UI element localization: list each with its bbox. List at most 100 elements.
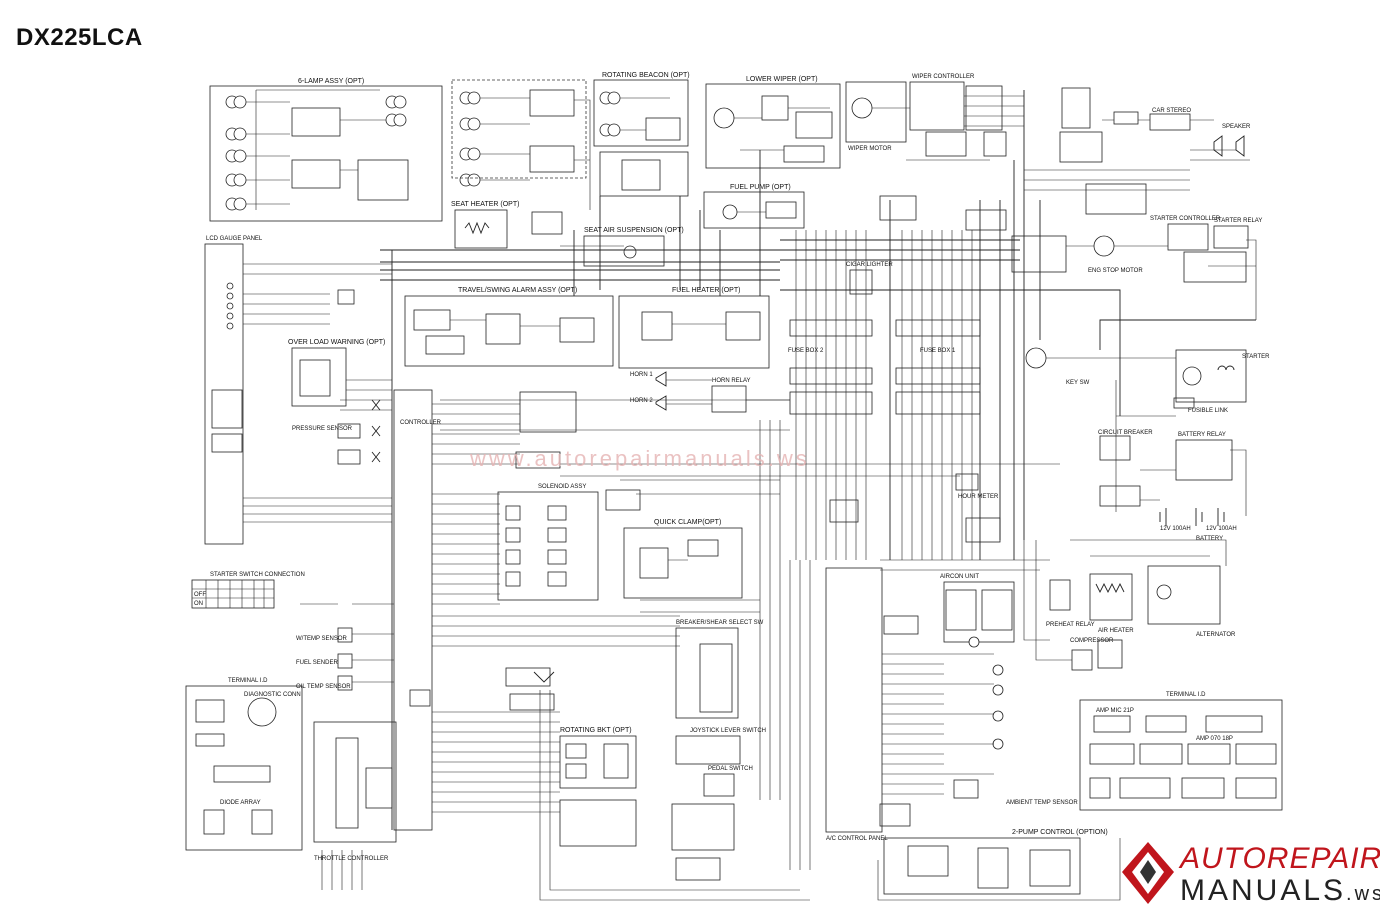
cigar-lighter-label: CIGAR LIGHTER [846,262,893,268]
compressor-label: COMPRESSOR [1070,638,1114,644]
battery-relay-label: BATTERY RELAY [1178,432,1226,438]
oil-temp-label: OIL TEMP SENSOR [296,684,351,690]
air-heater-label: AIR HEATER [1098,628,1134,634]
seat-heater-title: SEAT HEATER (OPT) [451,201,519,208]
fuse-box-1-label: FUSE BOX 1 [920,348,956,354]
ac-control-label: A/C CONTROL PANEL [826,836,888,842]
logo-line2: MANUALS.ws [1180,874,1380,908]
diode-array-label: DIODE ARRAY [220,800,261,806]
solenoid-assy-label: SOLENOID ASSY [538,484,586,490]
lower-wiper: LOWER WIPER (OPT) [705,76,841,169]
fuse-box-1: FUSE BOX 1 [895,319,981,415]
work-lamp-block [459,89,591,210]
autorepair-logo: AUTOREPAIR MANUALS.ws [1118,836,1380,912]
starter-row-on: ON [194,601,203,607]
page-title: DX225LCA [16,24,143,51]
wiper-controller: WIPER MOTOR WIPER CONTROLLER [845,74,1024,161]
six-lamp-assy: 6-LAMP ASSY (OPT) [209,78,443,222]
preheat-relay-label: PREHEAT RELAY [1046,622,1095,628]
logo-suffix: .ws [1346,883,1380,905]
speaker-label: SPEAKER [1222,124,1251,130]
horns: HORN 1 HORN 2 HORN RELAY [630,371,790,413]
ambient-label: AMBIENT TEMP SENSOR [1006,800,1078,806]
fusible-link-label: FUSIBLE LINK [1188,408,1228,414]
fuel-sender-label: FUEL SENDER [296,660,338,666]
controller: CONTROLLER [393,389,680,831]
solenoid-assy: SOLENOID ASSY [497,484,641,601]
starter-switch-label: KEY SW [1066,380,1090,386]
starter-relay-label: STARTER RELAY [1214,218,1262,224]
horn-relay-label: HORN RELAY [712,378,751,384]
logo-line2-text: MANUALS [1180,874,1347,907]
battery-12v-a: 12V 100AH [1160,526,1191,532]
battery-12v-b: 12V 100AH [1206,526,1237,532]
terminal-id-left-title: TERMINAL I.D [228,678,268,684]
wiper-motor-label: WIPER MOTOR [848,146,892,152]
starter-row-off: OFF [194,592,206,598]
amp-070-label: AMP 070 18P [1196,736,1233,742]
dashed-boxes [451,79,587,179]
logo-emblem-icon [1122,842,1174,904]
eng-stop-motor-label: ENG STOP MOTOR [1088,268,1143,274]
travel-swing-alarm: TRAVEL/SWING ALARM ASSY (OPT) [404,287,614,367]
wiper-controller-label: WIPER CONTROLLER [912,74,975,80]
starter-switch-table: STARTER SWITCH CONNECTION OFF ON [191,572,305,609]
circuit-breaker-label: CIRCUIT BREAKER [1098,430,1153,436]
fuse-wires [795,230,973,560]
seat-heater: SEAT HEATER (OPT) [451,201,563,249]
overload-warning: OVER LOAD WARNING (OPT) PRESSURE SENSOR [288,339,392,465]
fuse-box-2: FUSE BOX 2 [788,319,873,415]
terminal-id-right: TERMINAL I.D AMP MIC 21P AMP 070 18P [1079,692,1283,811]
rotating-bkt: ROTATING BKT (OPT) [559,727,637,847]
lcd-gauge-panel: LCD GAUGE PANEL [204,236,392,545]
travel-alarm-title: TRAVEL/SWING ALARM ASSY (OPT) [458,287,577,294]
pedal-switch-label: PEDAL SWITCH [708,766,753,772]
car-stereo: CAR STEREO SPEAKER [1024,87,1251,215]
hour-meter-label: HOUR METER [958,494,999,500]
throttle-controller: THROTTLE CONTROLLER [313,721,397,890]
overload-title: OVER LOAD WARNING (OPT) [288,339,385,346]
seat-air-title: SEAT AIR SUSPENSION (OPT) [584,227,684,234]
fuel-pump: FUEL PUMP (OPT) [703,184,805,229]
starter-table-title: STARTER SWITCH CONNECTION [210,572,305,578]
quick-clamp: QUICK CLAMP(OPT) [623,519,743,599]
watermark-text: www.autorepairmanuals.ws [470,446,810,471]
hour-meter: HOUR METER [829,473,1001,543]
horn2-label: HORN 2 [630,398,653,404]
terminal-id-right-title: TERMINAL I.D [1166,692,1206,698]
starter-controller-label: STARTER CONTROLLER [1150,216,1221,222]
starter-label: STARTER [1242,354,1270,360]
two-pump-title: 2-PUMP CONTROL (OPTION) [1012,829,1108,836]
throttle-controller-label: THROTTLE CONTROLLER [314,856,389,862]
amp-mic-label: AMP MIC 21P [1096,708,1134,714]
logo-line1: AUTOREPAIR [1180,842,1380,875]
fuel-heater: FUEL HEATER (OPT) [618,287,770,369]
lcd-gauge-label: LCD GAUGE PANEL [206,236,263,242]
alternator-label: ALTERNATOR [1196,632,1236,638]
cigar-lighter: CIGAR LIGHTER [846,195,1007,295]
lower-wiper-title: LOWER WIPER (OPT) [746,76,818,83]
diag-conn-label: DIAGNOSTIC CONN [244,692,301,698]
aircon-unit: AIRCON UNIT A/C CONTROL PANEL AMBIENT TE… [825,567,1078,842]
breaker-select-switch: BREAKER/SHEAR SELECT SW [505,620,764,719]
main-wire-network [380,90,1256,901]
joystick-switches: JOYSTICK LEVER SWITCH PEDAL SWITCH [671,728,766,881]
rotating-beacon: ROTATING BEACON (OPT) [593,72,690,197]
rotating-beacon-title: ROTATING BEACON (OPT) [602,72,690,79]
breaker-select-label: BREAKER/SHEAR SELECT SW [676,620,764,626]
water-temp-label: W/TEMP SENSOR [296,636,348,642]
two-pump-control: 2-PUMP CONTROL (OPTION) [883,829,1108,895]
aircon-unit-label: AIRCON UNIT [940,574,979,580]
starter-battery: KEY SW STARTER BATTERY RELAY CIRCUIT BRE… [1025,347,1270,542]
quick-clamp-title: QUICK CLAMP(OPT) [654,519,721,526]
six-lamp-title: 6-LAMP ASSY (OPT) [298,78,364,85]
fuel-heater-title: FUEL HEATER (OPT) [672,287,740,294]
engine-sensors: FUEL SENDER W/TEMP SENSOR OIL TEMP SENSO… [296,603,431,707]
pressure-sensor-label: PRESSURE SENSOR [292,426,353,432]
horn1-label: HORN 1 [630,372,653,378]
controller-label: CONTROLLER [400,420,442,426]
rotating-bkt-title: ROTATING BKT (OPT) [560,727,632,734]
seat-air-suspension: SEAT AIR SUSPENSION (OPT) [560,227,684,267]
